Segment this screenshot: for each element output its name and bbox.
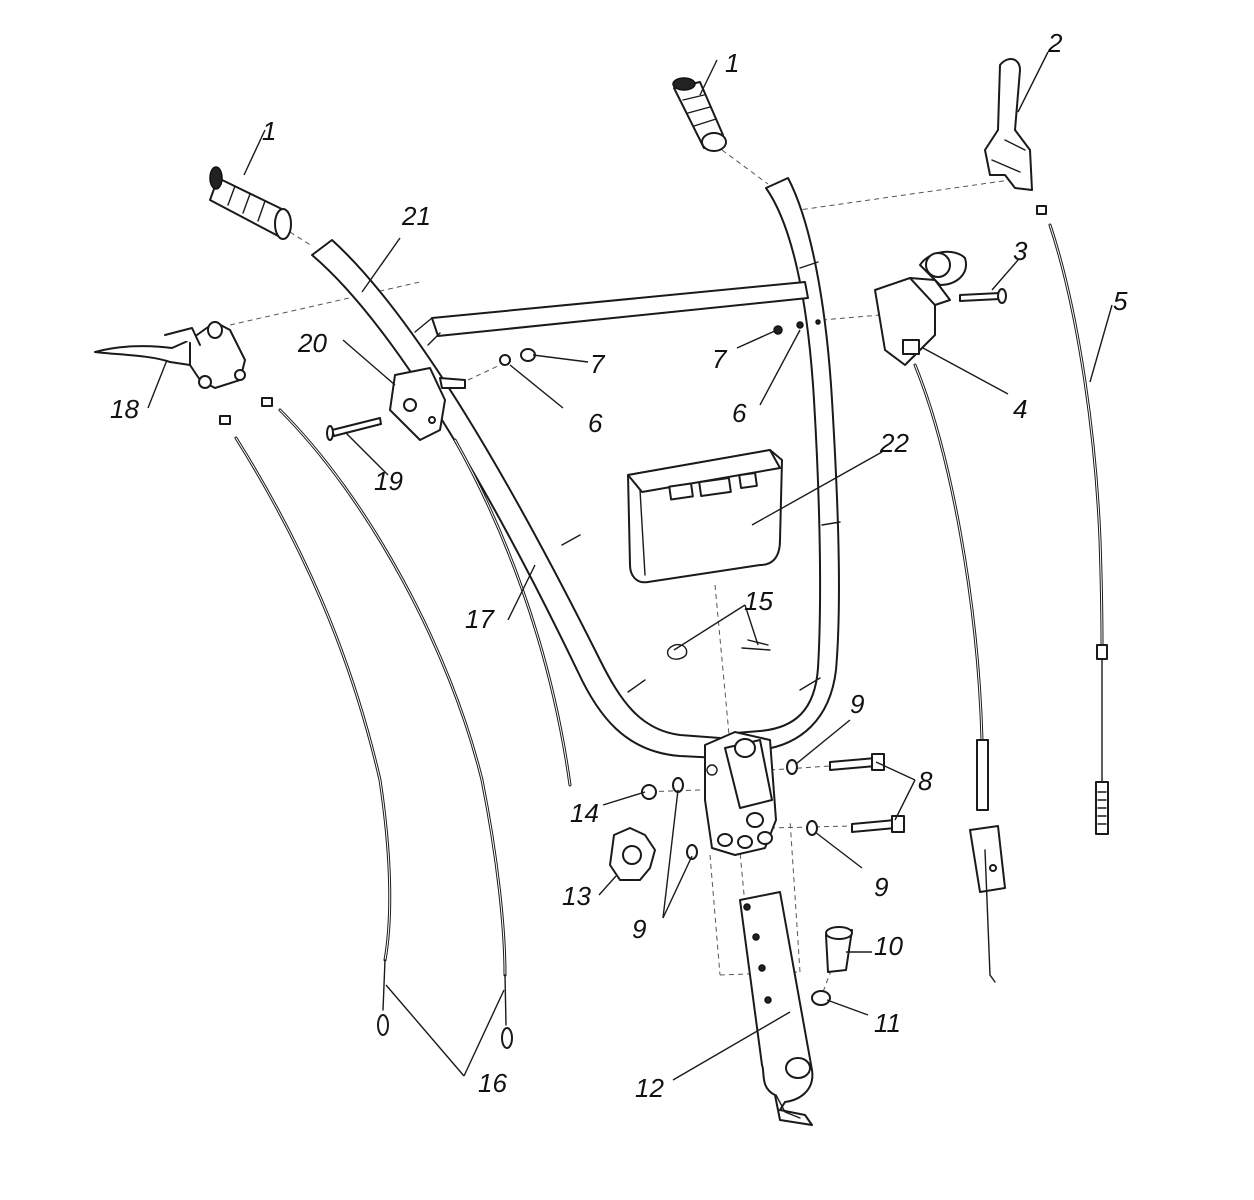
label-part-20: 20 xyxy=(297,328,327,358)
throttle-lever xyxy=(984,58,1033,191)
label-part-6-left: 6 xyxy=(588,408,603,438)
label-part-15: 15 xyxy=(744,586,773,616)
label-part-4: 4 xyxy=(1013,394,1027,424)
brake-lever xyxy=(94,321,246,389)
label-part-13: 13 xyxy=(562,881,591,911)
label-part-11: 11 xyxy=(874,1008,901,1038)
fasteners xyxy=(499,319,905,1006)
label-part-18: 18 xyxy=(110,394,139,424)
label-part-9-lower: 9 xyxy=(874,872,888,902)
bolt-3 xyxy=(959,288,1007,304)
label-part-9-left: 9 xyxy=(632,914,646,944)
switch-block xyxy=(389,367,466,441)
label-part-19: 19 xyxy=(374,466,403,496)
label-part-10: 10 xyxy=(874,931,903,961)
leader-lines xyxy=(147,51,1113,1081)
label-part-7-left: 7 xyxy=(590,349,606,379)
control-panel xyxy=(627,449,783,584)
gear-selector xyxy=(874,250,967,366)
label-part-2: 2 xyxy=(1047,28,1063,58)
label-part-12: 12 xyxy=(635,1073,664,1103)
label-part-8: 8 xyxy=(918,766,933,796)
label-part-22: 22 xyxy=(879,428,909,458)
label-part-16: 16 xyxy=(478,1068,507,1098)
label-part-6-right: 6 xyxy=(732,398,747,428)
handle-clamp xyxy=(704,731,777,856)
label-part-9-upper: 9 xyxy=(850,689,864,719)
label-part-14: 14 xyxy=(570,798,599,828)
pin-19 xyxy=(326,417,382,441)
label-part-1-left-grip: 1 xyxy=(262,116,276,146)
label-part-21: 21 xyxy=(401,201,431,231)
label-part-1-right-grip: 1 xyxy=(725,48,739,78)
handle-tube xyxy=(739,891,814,1126)
assembly-lines xyxy=(229,149,1011,1001)
cables xyxy=(219,205,1109,1049)
label-part-7-right: 7 xyxy=(712,344,728,374)
label-part-17: 17 xyxy=(465,604,495,634)
label-part-5: 5 xyxy=(1113,286,1128,316)
part-labels: 1 1 2 3 4 5 6 6 7 7 8 9 9 9 10 11 12 13 … xyxy=(110,28,1128,1103)
label-part-3: 3 xyxy=(1013,236,1028,266)
grip-right xyxy=(672,77,727,152)
grip-left xyxy=(209,166,292,240)
